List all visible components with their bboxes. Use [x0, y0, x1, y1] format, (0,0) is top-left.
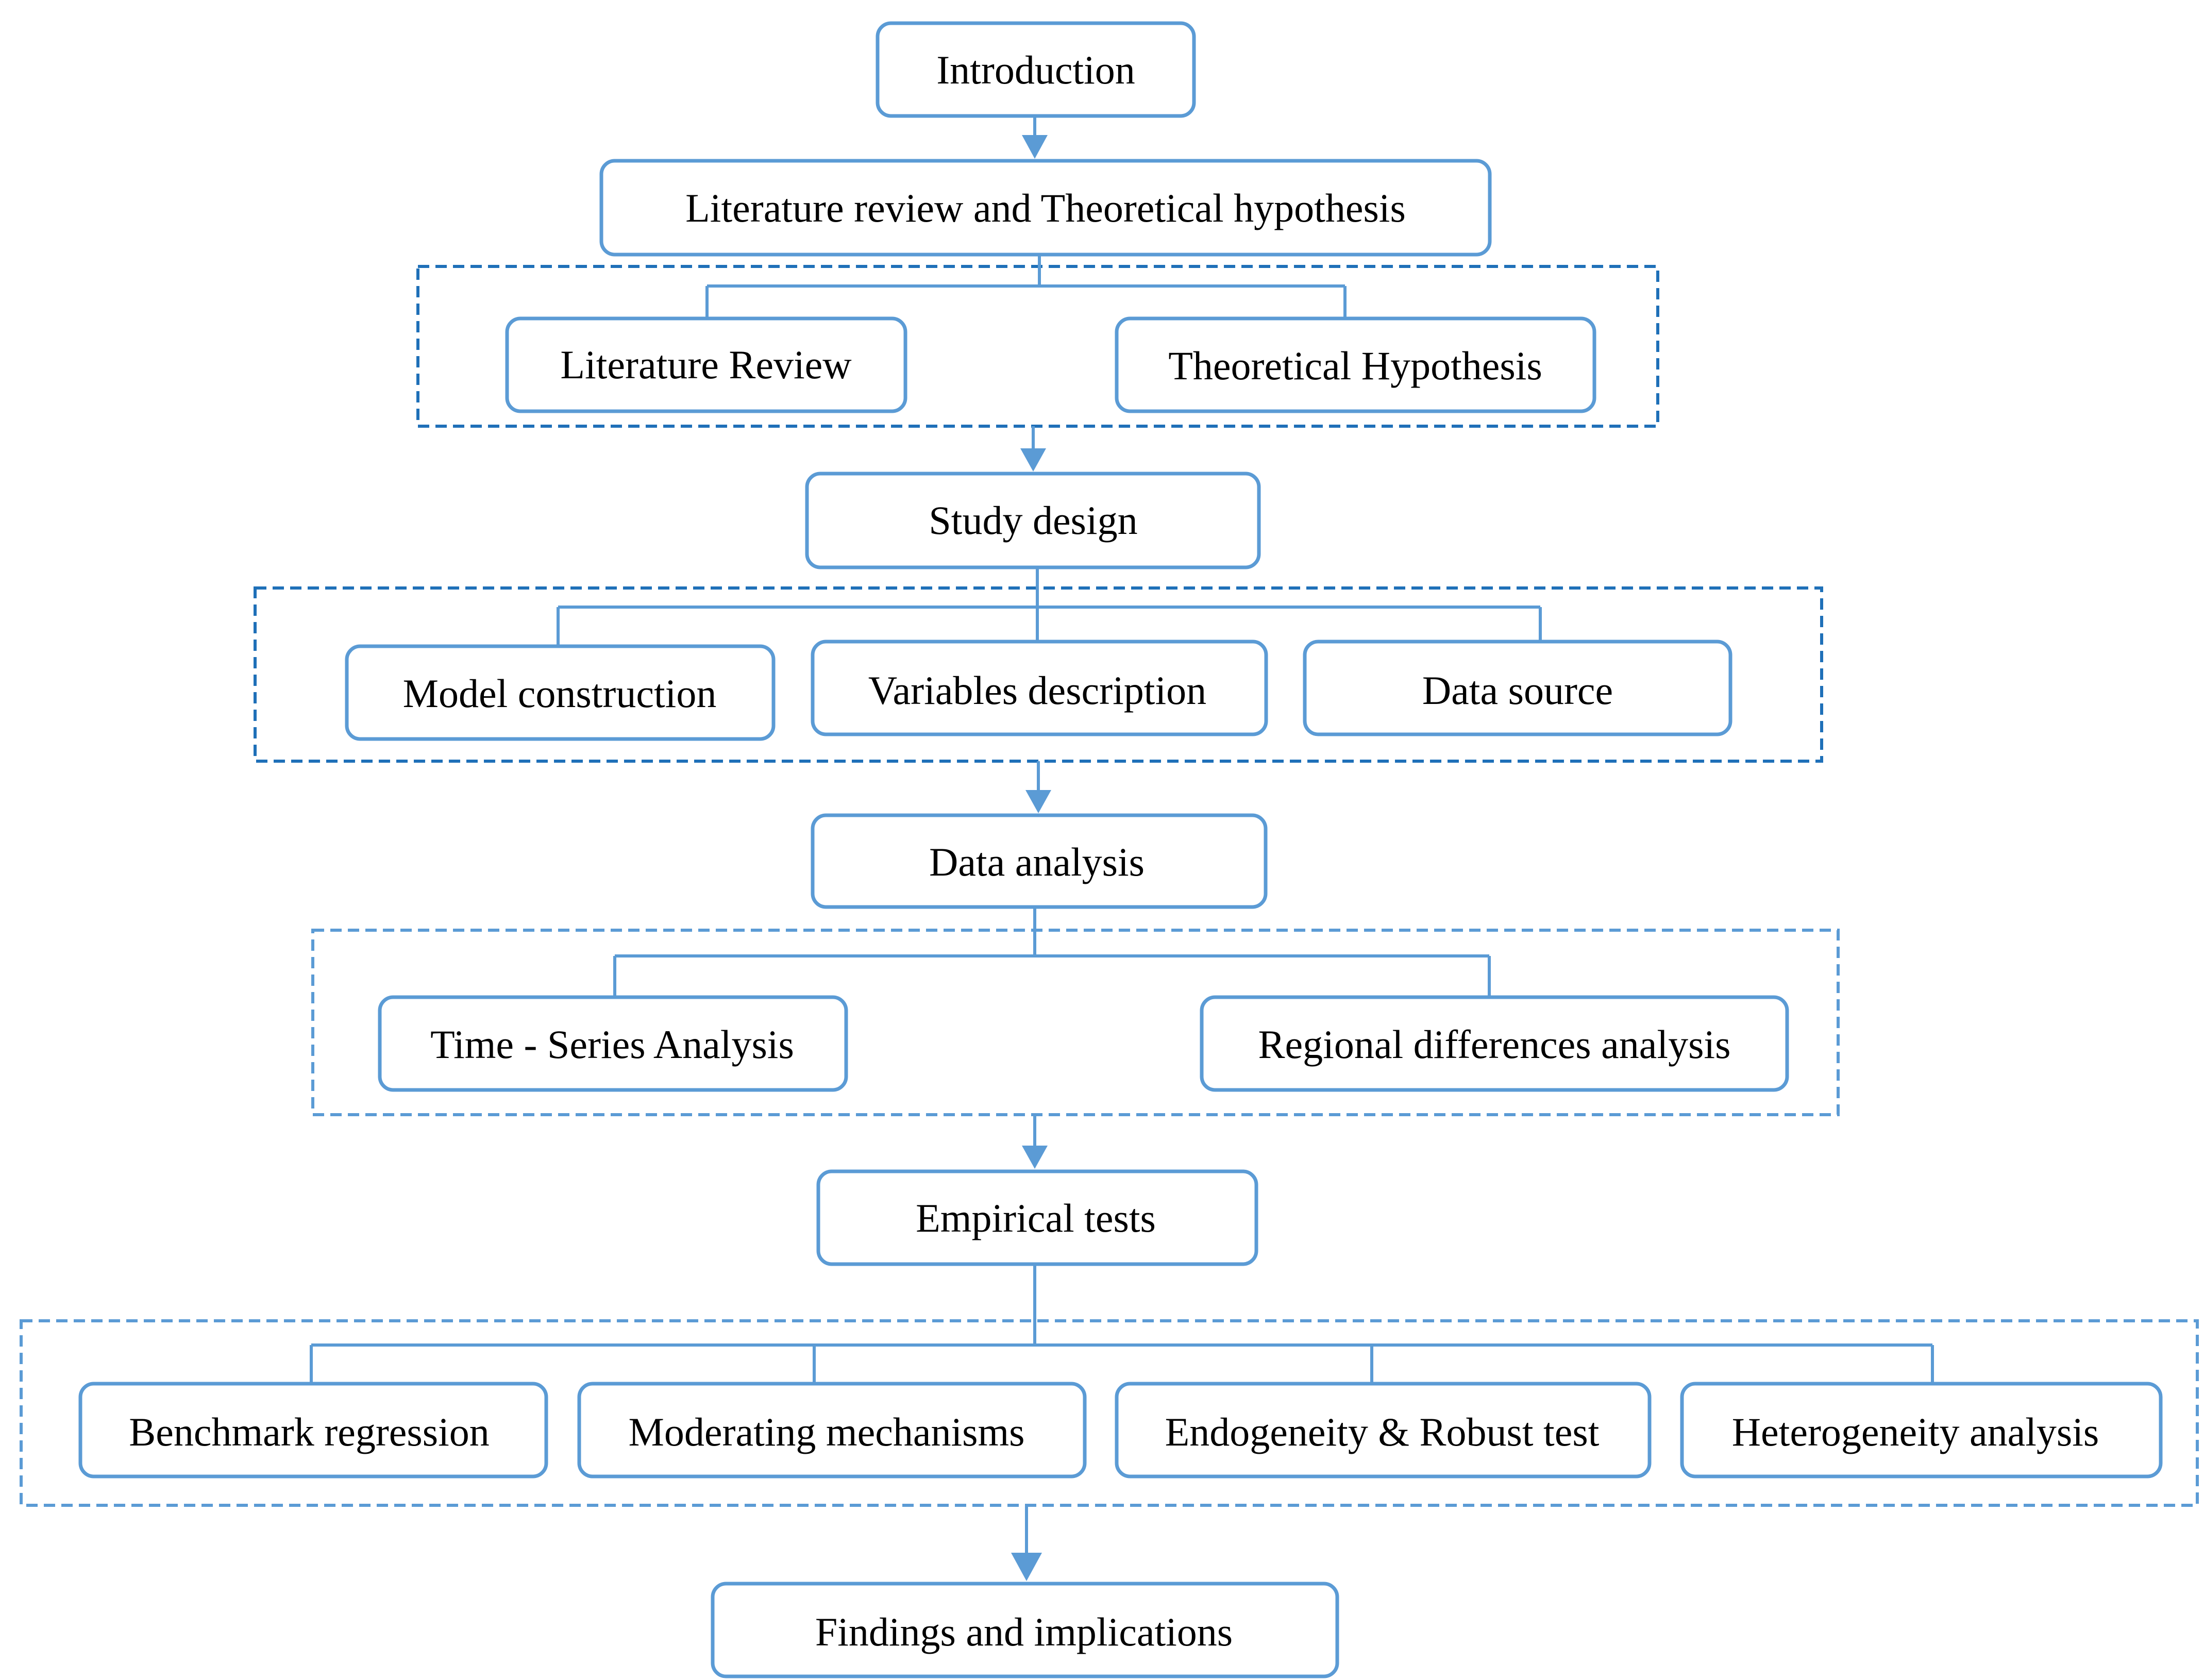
node-introduction-label: Introduction: [936, 47, 1135, 92]
node-endogeneity-robust-test: Endogeneity & Robust test: [1115, 1382, 1652, 1479]
node-findings-implications-label: Findings and implications: [815, 1609, 1233, 1654]
node-empirical-tests: Empirical tests: [816, 1169, 1258, 1266]
node-moderating-mechanisms: Moderating mechanisms: [577, 1382, 1087, 1479]
node-study-design-label: Study design: [929, 498, 1137, 543]
arrow-to-data-analysis: [1025, 790, 1051, 813]
node-data-analysis-label: Data analysis: [929, 839, 1145, 884]
group-data-analysis: [311, 929, 1840, 1116]
node-model-construction-label: Model construction: [403, 671, 717, 716]
node-study-design: Study design: [805, 472, 1261, 569]
node-theoretical-hypothesis-label: Theoretical Hypothesis: [1168, 343, 1542, 388]
node-data-source: Data source: [1303, 640, 1732, 736]
arrow-to-literature-hypothesis: [1022, 135, 1048, 159]
arrow-to-study-design: [1020, 448, 1046, 472]
arrow-to-empirical-tests: [1022, 1146, 1048, 1169]
node-empirical-tests-label: Empirical tests: [916, 1196, 1156, 1240]
connectors: [310, 116, 1934, 1555]
node-endogeneity-robust-test-label: Endogeneity & Robust test: [1165, 1409, 1600, 1454]
node-literature-hypothesis-label: Literature review and Theoretical hypoth…: [685, 186, 1406, 230]
node-literature-hypothesis: Literature review and Theoretical hypoth…: [599, 159, 1492, 257]
node-time-series-analysis-label: Time - Series Analysis: [430, 1022, 794, 1067]
node-time-series-analysis: Time - Series Analysis: [378, 995, 848, 1092]
group-empirical-tests: [20, 1319, 2199, 1507]
node-heterogeneity-analysis-label: Heterogeneity analysis: [1732, 1409, 2099, 1454]
node-findings-implications: Findings and implications: [711, 1582, 1339, 1678]
node-variables-description-label: Variables description: [868, 668, 1206, 713]
node-regional-differences-analysis: Regional differences analysis: [1200, 995, 1789, 1092]
node-variables-description: Variables description: [811, 640, 1268, 736]
node-data-source-label: Data source: [1422, 668, 1613, 713]
node-literature-review: Literature Review: [505, 316, 907, 413]
node-theoretical-hypothesis: Theoretical Hypothesis: [1115, 316, 1596, 413]
node-moderating-mechanisms-label: Moderating mechanisms: [629, 1409, 1025, 1454]
node-regional-differences-analysis-label: Regional differences analysis: [1258, 1022, 1731, 1067]
arrowheads: [1011, 135, 1051, 1581]
node-data-analysis: Data analysis: [811, 813, 1268, 909]
node-literature-review-label: Literature Review: [560, 342, 851, 387]
node-benchmark-regression: Benchmark regression: [78, 1382, 548, 1479]
node-benchmark-regression-label: Benchmark regression: [129, 1409, 490, 1454]
node-introduction: Introduction: [876, 21, 1196, 118]
node-heterogeneity-analysis: Heterogeneity analysis: [1680, 1382, 2163, 1479]
node-model-construction: Model construction: [345, 644, 776, 741]
arrow-to-findings: [1011, 1553, 1042, 1581]
